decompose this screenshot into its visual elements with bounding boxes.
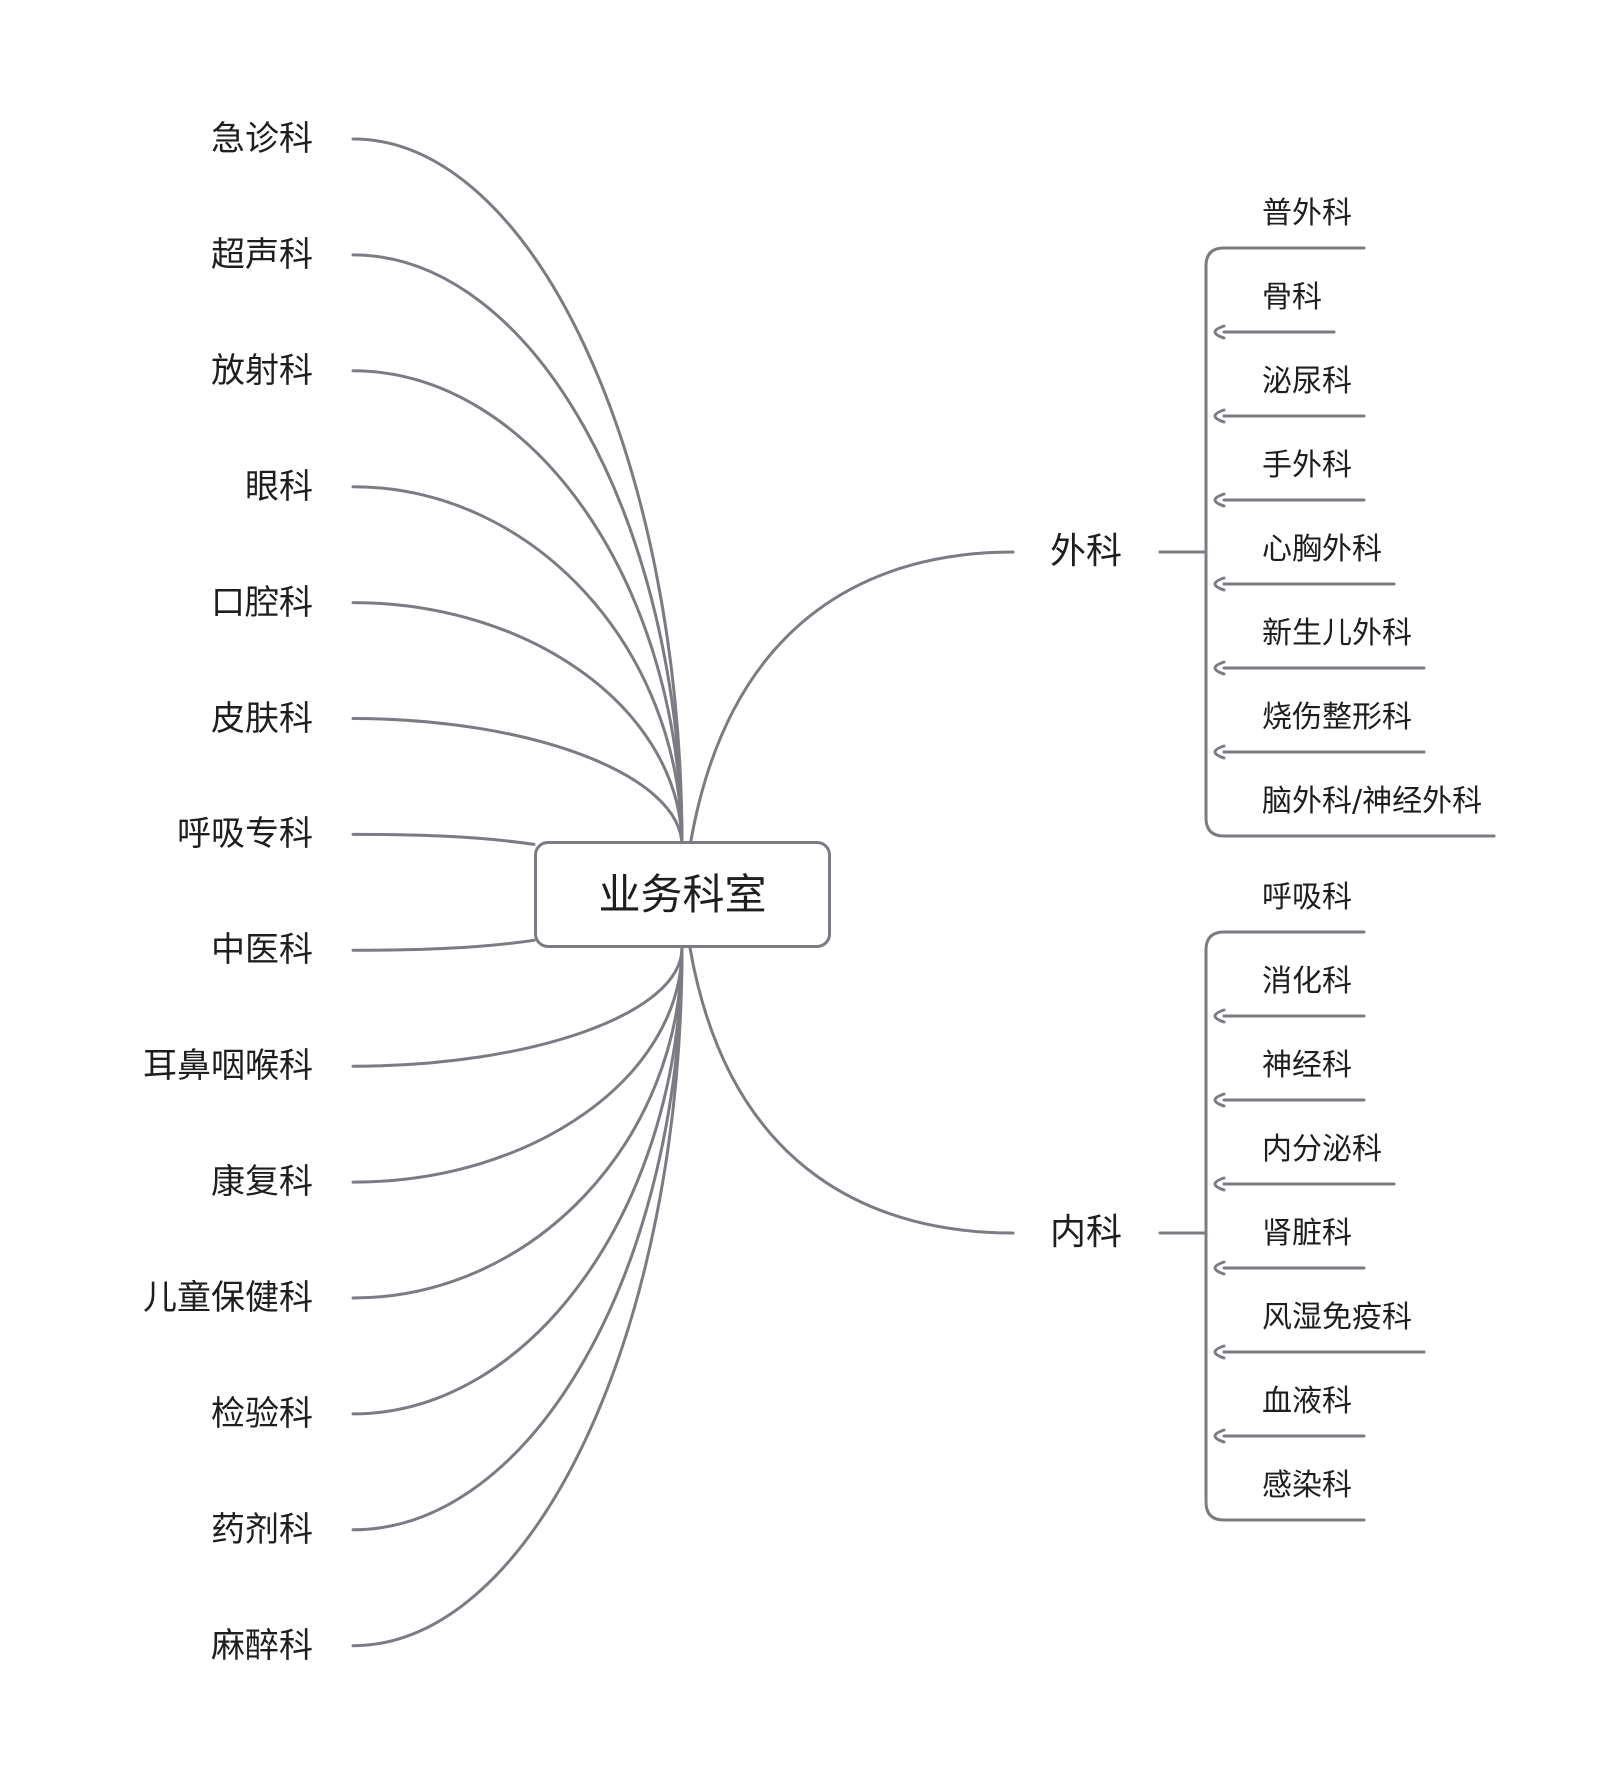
category-connector [688,946,1015,1235]
leaf-label[interactable]: 脑外科/神经外科 [1262,784,1483,819]
left-connector [351,946,684,1416]
left-connector [351,485,684,848]
leaf-label[interactable]: 风湿免疫科 [1262,1300,1412,1335]
leaf-label[interactable]: 神经科 [1262,1048,1352,1083]
left-connector [351,946,684,1300]
left-connector [351,253,684,848]
left-connector [351,946,684,1184]
leaf-label[interactable]: 血液科 [1262,1384,1352,1419]
left-connector [351,946,684,1532]
left-branch-label[interactable]: 皮肤科 [211,698,313,739]
left-connector [351,601,684,848]
left-connector [351,137,684,848]
leaf-label[interactable]: 呼吸科 [1262,880,1352,915]
left-branch-label[interactable]: 康复科 [211,1162,313,1203]
bracket-tick [1213,492,1226,508]
left-branch-label[interactable]: 麻醉科 [211,1625,313,1666]
root-node-label: 业务科室 [598,869,767,919]
bracket-tick [1213,1260,1226,1276]
left-connector [351,946,684,1648]
bracket-tick [1213,324,1226,340]
leaf-label[interactable]: 肾脏科 [1262,1216,1352,1251]
left-connector [351,938,536,952]
bracket-tick [1213,1092,1226,1108]
bracket-tick [1213,1344,1226,1360]
left-branch-label[interactable]: 药剂科 [211,1509,313,1550]
left-connector [351,832,536,846]
bracket-tick [1213,576,1226,592]
bracket-line [1204,930,1226,1522]
bracket-tick [1213,408,1226,424]
left-connector [351,717,684,848]
leaf-label[interactable]: 新生儿外科 [1262,616,1412,651]
bracket-line [1204,246,1226,838]
leaf-label[interactable]: 烧伤整形科 [1262,700,1412,735]
leaf-label[interactable]: 感染科 [1262,1468,1352,1503]
bracket-tick [1213,744,1226,760]
category-connector [688,550,1015,848]
left-branch-label[interactable]: 中医科 [211,930,313,971]
left-connector [351,369,684,848]
leaf-label[interactable]: 手外科 [1262,448,1352,483]
leaf-label[interactable]: 心胸外科 [1262,532,1382,567]
leaf-label[interactable]: 内分泌科 [1262,1132,1382,1167]
leaf-label[interactable]: 消化科 [1262,964,1352,999]
leaf-label[interactable]: 泌尿科 [1262,364,1352,399]
left-connector [351,946,684,1068]
root-node[interactable]: 业务科室 [534,841,831,948]
left-branch-label[interactable]: 急诊科 [211,119,313,159]
bracket-tick [1213,1428,1226,1444]
left-branch-label[interactable]: 呼吸专科 [177,814,313,855]
left-branch-label[interactable]: 检验科 [211,1393,313,1434]
bracket-tick [1213,1176,1226,1192]
bracket-tick [1213,660,1226,676]
left-branch-label[interactable]: 口腔科 [211,582,313,623]
leaf-label[interactable]: 普外科 [1262,196,1352,231]
left-branch-label[interactable]: 儿童保健科 [143,1278,313,1318]
category-label[interactable]: 内科 [1050,1212,1123,1253]
category-label[interactable]: 外科 [1050,531,1123,572]
leaf-label[interactable]: 骨科 [1262,280,1322,315]
bracket-tick [1213,1008,1226,1024]
left-branch-label[interactable]: 超声科 [211,234,313,275]
left-branch-label[interactable]: 放射科 [211,350,313,391]
left-branch-label[interactable]: 耳鼻咽喉科 [143,1046,313,1087]
left-branch-label[interactable]: 眼科 [245,466,313,507]
